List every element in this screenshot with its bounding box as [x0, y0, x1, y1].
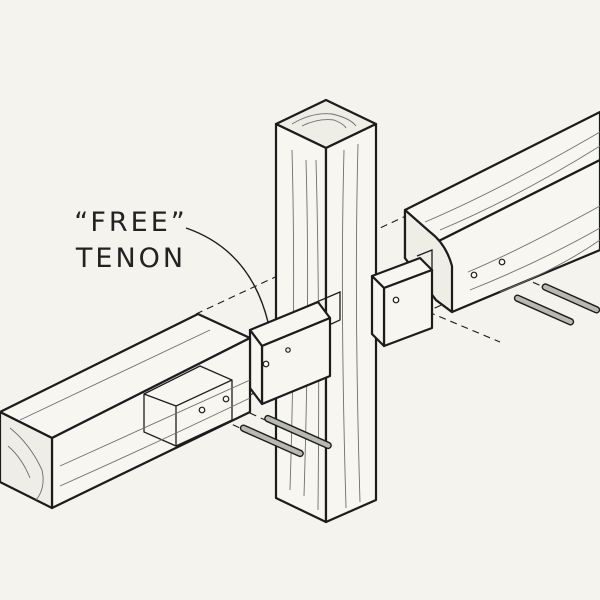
callout-leader [185, 227, 269, 323]
right-beam [403, 110, 600, 314]
free-tenon [248, 256, 434, 406]
callout-line-2: TENON [75, 243, 187, 274]
peg [264, 414, 332, 450]
left-beam [0, 312, 252, 510]
free-tenon-label: “FREE” TENON [66, 205, 196, 277]
callout-line-1: “FREE” [74, 207, 188, 238]
pegs [239, 283, 600, 458]
peg [239, 424, 304, 458]
peg [513, 294, 575, 326]
peg [541, 283, 600, 314]
